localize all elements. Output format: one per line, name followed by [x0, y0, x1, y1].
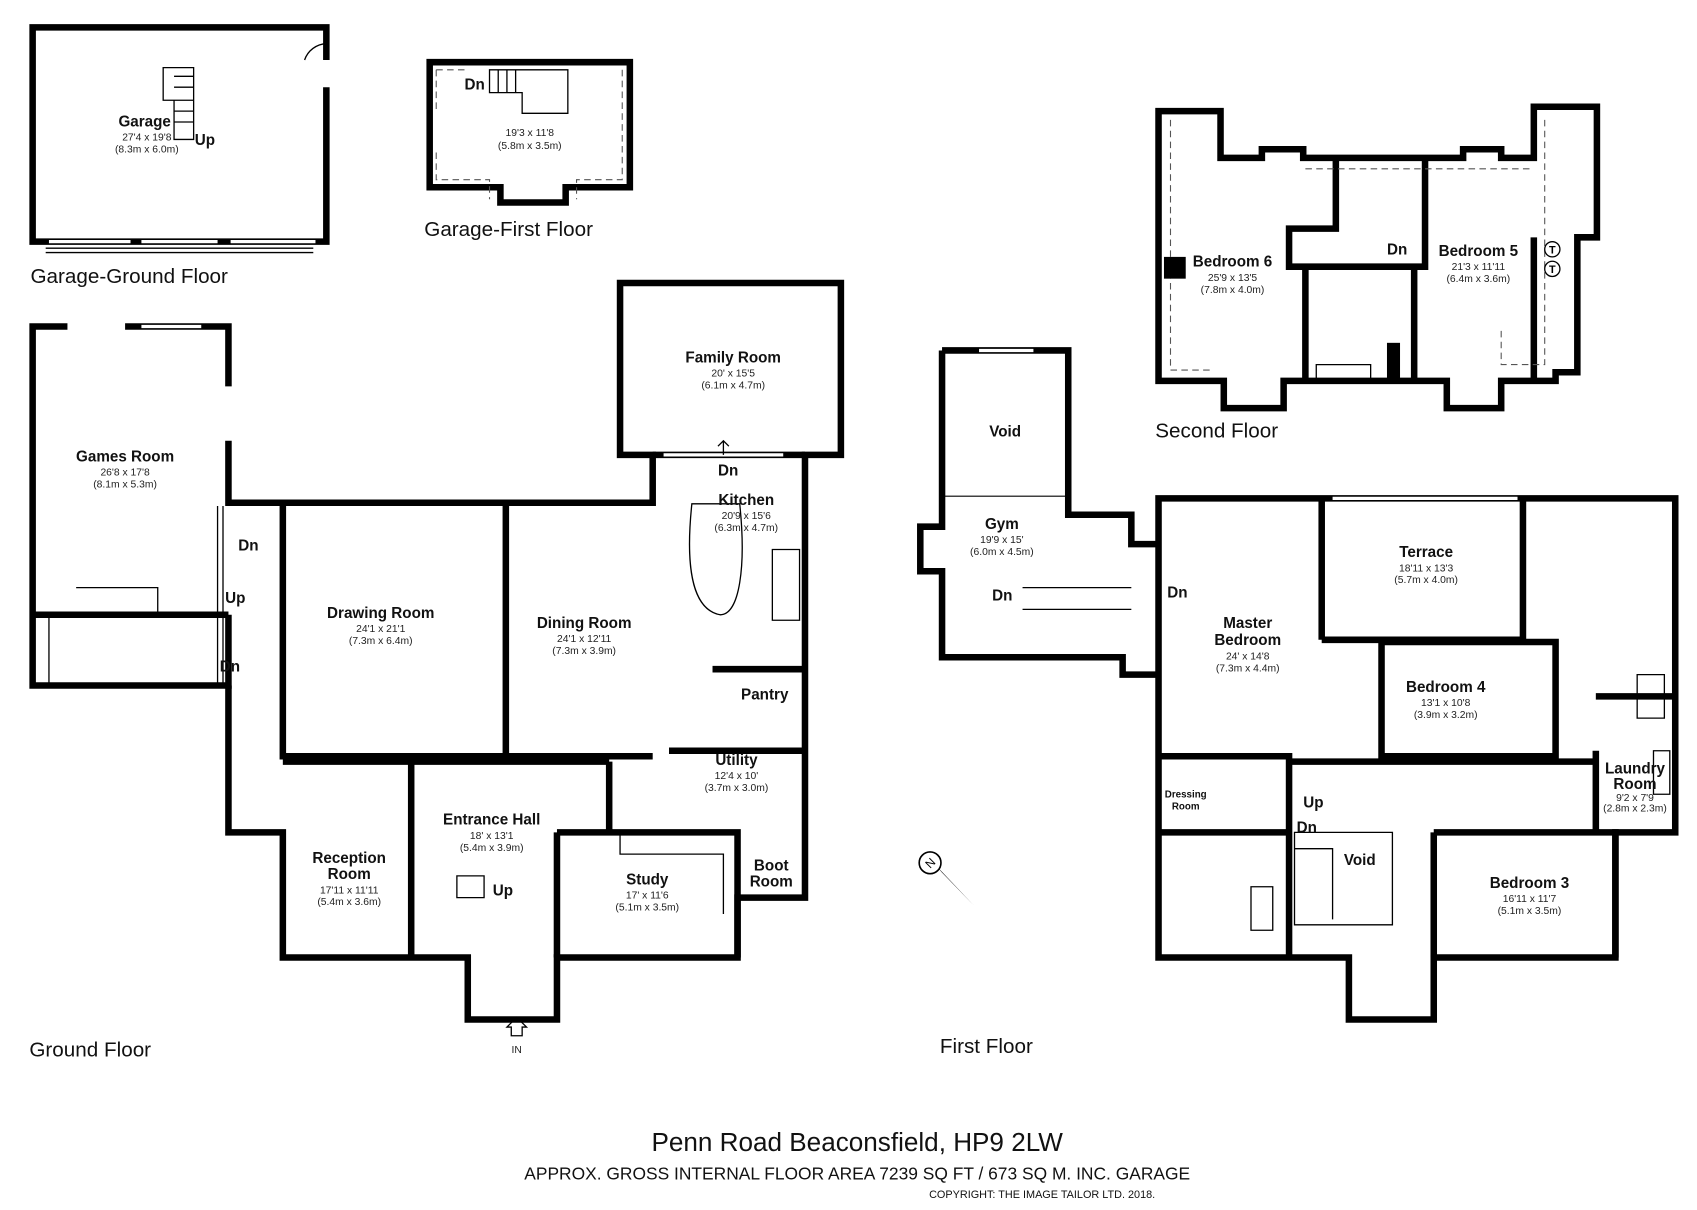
room-dims-metric-reception-room: (5.4m x 3.6m) — [317, 897, 381, 908]
room-dims-master-bedroom: 24' x 14'8 — [1226, 651, 1270, 662]
room-name-dressing-room-2: Room — [1172, 802, 1200, 813]
stair-down-label: Dn — [220, 658, 240, 675]
floor-label-garage-first: Garage-First Floor — [424, 218, 593, 241]
room-dims-metric-family-room: (6.1m x 4.7m) — [701, 381, 765, 392]
water-tank-icon: T — [1544, 241, 1561, 258]
room-dims-metric-terrace: (5.7m x 4.0m) — [1394, 575, 1458, 586]
floor-label-ground: Ground Floor — [29, 1038, 151, 1061]
stair-down-label: Dn — [464, 76, 484, 93]
room-dims-laundry-room: 9'2 x 7'9 — [1616, 793, 1654, 804]
room-dims-metric-bedroom-3: (5.1m x 3.5m) — [1498, 906, 1562, 917]
room-dims-utility: 12'4 x 10' — [715, 771, 759, 782]
room-name-family-room: Family Room — [685, 349, 781, 366]
garage-first-floor-plan — [426, 58, 634, 206]
room-name-garage: Garage — [118, 113, 170, 130]
first-floor-plan — [917, 347, 1679, 1023]
floor-area-note: APPROX. GROSS INTERNAL FLOOR AREA 7239 S… — [524, 1163, 1190, 1183]
entrance-arrow-icon — [505, 1016, 529, 1037]
room-dims-metric-garage-loft: (5.8m x 3.5m) — [498, 141, 562, 152]
stair-down-label: Dn — [1297, 819, 1317, 836]
second-floor-plan — [1155, 103, 1601, 412]
room-dims-family-room: 20' x 15'5 — [711, 369, 755, 380]
room-name-master-bedroom-2: Bedroom — [1214, 632, 1281, 649]
room-dims-drawing-room: 24'1 x 21'1 — [356, 624, 406, 635]
room-name-study: Study — [626, 872, 669, 889]
room-name-terrace: Terrace — [1399, 544, 1453, 561]
room-name-void: Void — [1344, 852, 1376, 869]
room-dims-study: 17' x 11'6 — [626, 891, 669, 902]
room-dims-bedroom-6: 25'9 x 13'5 — [1208, 273, 1258, 284]
property-address: Penn Road Beaconsfield, HP9 2LW — [651, 1127, 1063, 1157]
room-name-boot-room-2: Room — [750, 874, 793, 891]
room-name-entrance-hall: Entrance Hall — [443, 812, 540, 829]
room-dims-metric-master-bedroom: (7.3m x 4.4m) — [1216, 663, 1280, 674]
room-name-reception-room: Reception — [312, 850, 386, 867]
room-dims-metric-drawing-room: (7.3m x 6.4m) — [349, 636, 413, 647]
stair-down-label: Dn — [238, 538, 258, 555]
garage-ground-floor-plan — [29, 24, 330, 254]
stair-down-label: Dn — [1387, 242, 1407, 259]
tank-label: T — [1549, 264, 1556, 276]
floor-label-garage-ground: Garage-Ground Floor — [30, 265, 228, 288]
stair-up-label: Up — [225, 590, 245, 607]
entrance-label: IN — [512, 1045, 522, 1056]
room-name-boot-room: Boot — [754, 857, 789, 874]
room-dims-bedroom-3: 16'11 x 11'7 — [1503, 894, 1557, 905]
room-dims-metric-study: (5.1m x 3.5m) — [615, 903, 679, 914]
room-name-master-bedroom: Master — [1223, 615, 1272, 632]
room-name-utility: Utility — [715, 752, 758, 769]
water-tank-icon: T — [1544, 260, 1561, 278]
room-dims-garage-loft: 19'3 x 11'8 — [505, 128, 554, 139]
room-name-void: Void — [989, 423, 1021, 440]
room-dims-garage: 27'4 x 19'8 — [122, 133, 172, 144]
room-dims-terrace: 18'11 x 13'3 — [1399, 563, 1454, 574]
room-dims-metric-games-room: (8.1m x 5.3m) — [93, 480, 157, 491]
room-name-pantry: Pantry — [741, 687, 789, 704]
room-dims-kitchen: 20'9 x 15'6 — [722, 511, 772, 522]
room-name-bedroom-6: Bedroom 6 — [1193, 254, 1273, 271]
room-dims-metric-garage: (8.3m x 6.0m) — [115, 144, 179, 155]
floor-label-first: First Floor — [940, 1035, 1033, 1058]
copyright-note: COPYRIGHT: THE IMAGE TAILOR LTD. 2018. — [929, 1189, 1155, 1201]
room-name-gym: Gym — [985, 516, 1019, 533]
tank-label: T — [1549, 245, 1556, 257]
stair-down-label: Dn — [992, 588, 1012, 605]
room-dims-entrance-hall: 18' x 13'1 — [470, 831, 514, 842]
ground-floor-plan — [29, 279, 845, 1023]
stair-up-label: Up — [195, 132, 215, 149]
room-dims-metric-laundry-room: (2.8m x 2.3m) — [1603, 804, 1667, 815]
room-dims-metric-dining-room: (7.3m x 3.9m) — [552, 646, 616, 657]
stair-up-label: Up — [1303, 794, 1323, 811]
room-name-dressing-room: Dressing — [1165, 790, 1207, 801]
room-name-bedroom-3: Bedroom 3 — [1490, 875, 1570, 892]
room-name-dining-room: Dining Room — [537, 615, 632, 632]
stair-down-label: Dn — [718, 463, 738, 480]
room-dims-dining-room: 24'1 x 12'11 — [557, 634, 612, 645]
room-dims-metric-bedroom-4: (3.9m x 3.2m) — [1414, 710, 1478, 721]
floor-label-second: Second Floor — [1155, 419, 1278, 442]
room-name-bedroom-4: Bedroom 4 — [1406, 679, 1486, 696]
room-dims-metric-bedroom-5: (6.4m x 3.6m) — [1446, 274, 1510, 285]
room-name-laundry-room-2: Room — [1613, 776, 1656, 793]
room-name-games-room: Games Room — [76, 448, 174, 465]
room-name-drawing-room: Drawing Room — [327, 605, 434, 622]
room-dims-bedroom-5: 21'3 x 11'11 — [1452, 262, 1506, 273]
stair-down-label: Dn — [1167, 584, 1187, 601]
room-dims-games-room: 26'8 x 17'8 — [100, 468, 150, 479]
room-dims-metric-bedroom-6: (7.8m x 4.0m) — [1201, 285, 1265, 296]
room-dims-gym: 19'9 x 15' — [980, 535, 1024, 546]
room-dims-metric-kitchen: (6.3m x 4.7m) — [714, 523, 778, 534]
room-name-bedroom-5: Bedroom 5 — [1439, 243, 1519, 260]
compass-north-icon: N — [918, 851, 974, 906]
room-name-kitchen: Kitchen — [718, 492, 774, 509]
room-name-laundry-room: Laundry — [1605, 761, 1666, 778]
room-dims-metric-gym: (6.0m x 4.5m) — [970, 547, 1034, 558]
room-dims-metric-utility: (3.7m x 3.0m) — [705, 783, 769, 794]
room-name-reception-room-2: Room — [328, 866, 371, 883]
room-dims-metric-entrance-hall: (5.4m x 3.9m) — [460, 843, 524, 854]
room-dims-bedroom-4: 13'1 x 10'8 — [1421, 698, 1471, 709]
stair-up-label: Up — [493, 882, 513, 899]
room-dims-reception-room: 17'11 x 11'11 — [320, 885, 379, 896]
